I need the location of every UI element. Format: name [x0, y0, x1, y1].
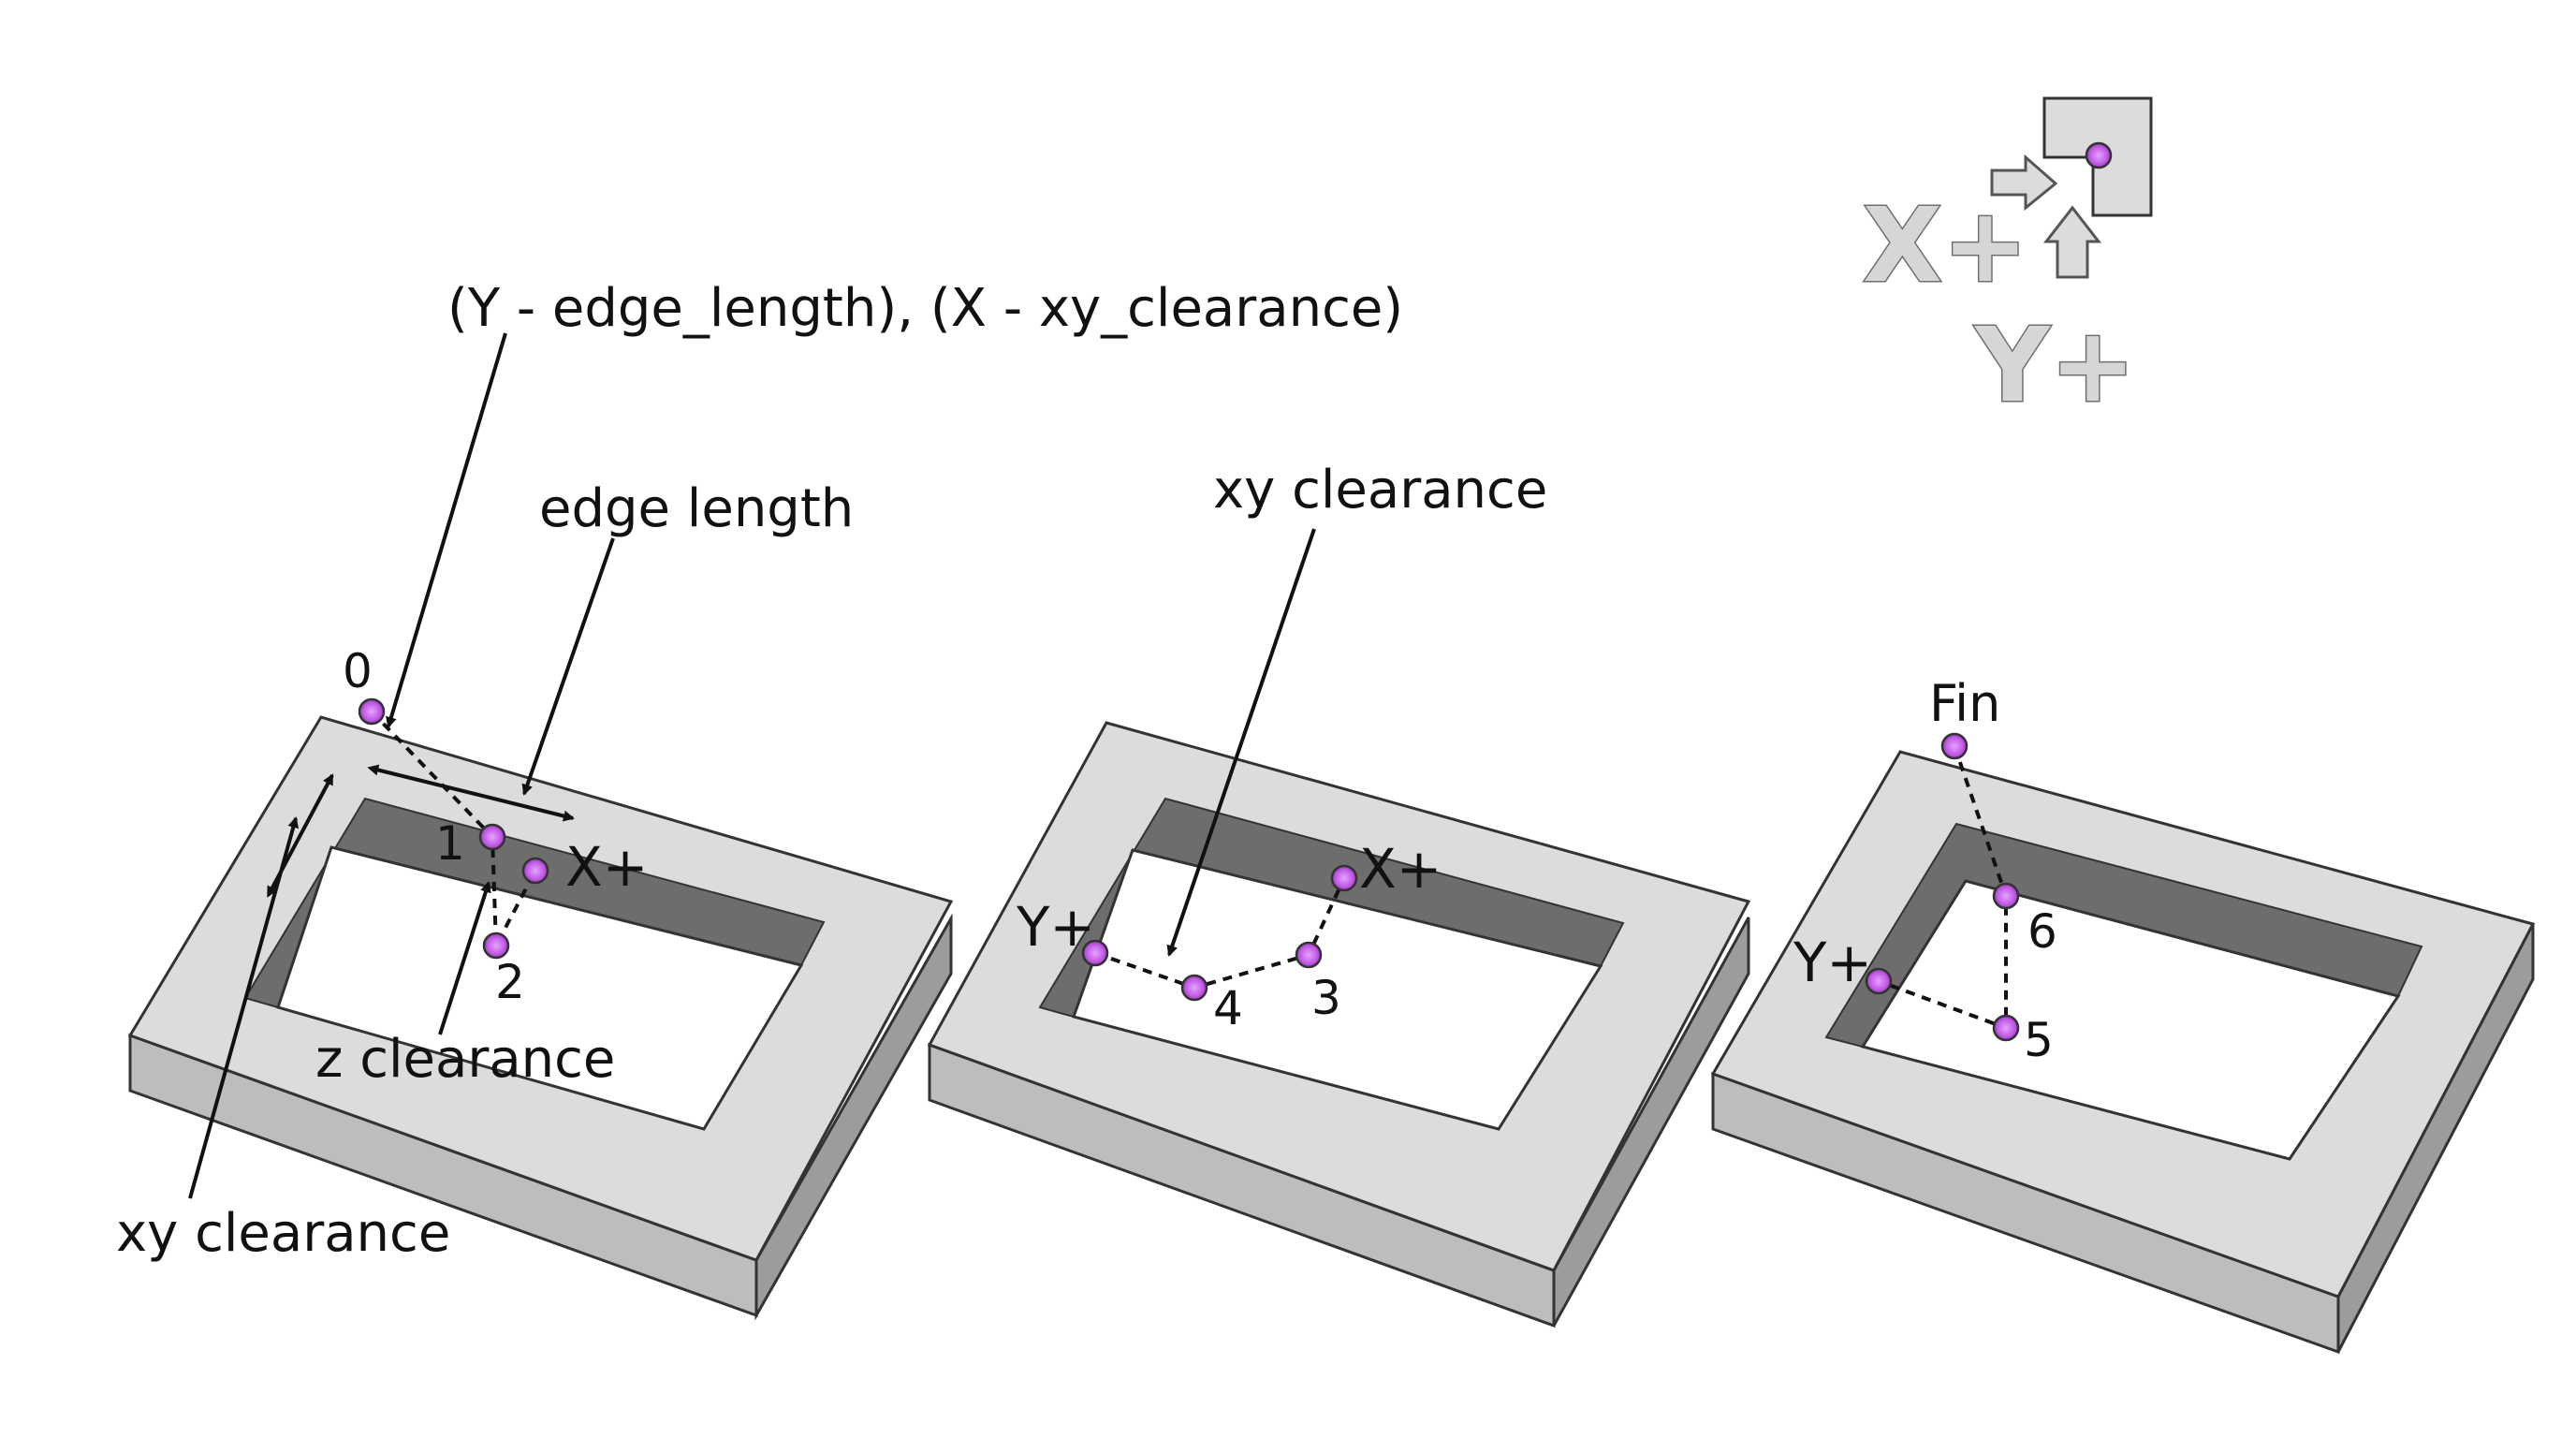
legend-y-arrow-icon	[2042, 205, 2102, 279]
frame-2-opening	[1072, 848, 1603, 1131]
frame-3-opening	[1860, 879, 2401, 1161]
probe-point-4	[1180, 974, 1208, 1002]
z-clearance-label: z clearance	[315, 1029, 615, 1090]
probe-point-3	[1295, 941, 1323, 969]
y-plus-label-frame-2: Y+	[1016, 895, 1095, 959]
edge-length-dimension	[367, 764, 575, 822]
probe-paths	[370, 710, 2008, 1031]
frame-1-opening	[276, 845, 804, 1131]
point-label-fin: Fin	[1929, 674, 2000, 733]
frame-2	[927, 721, 1751, 1328]
frame-1	[127, 715, 954, 1321]
probe-point-x-mid	[1330, 864, 1358, 892]
probe-point-2	[482, 932, 510, 960]
point-label-4: 4	[1213, 981, 1243, 1035]
z-clearance-arrow	[438, 881, 491, 1035]
point-label-5: 5	[2024, 1013, 2054, 1067]
edge-length-label: edge length	[539, 478, 854, 539]
probe-point-5	[1992, 1014, 2020, 1042]
legend-x-arrow-icon	[1990, 154, 2058, 212]
probe-point-1	[478, 823, 506, 851]
point-label-1: 1	[435, 816, 465, 871]
y-plus-label-frame-3: Y+	[1793, 931, 1872, 994]
path-frame-1	[370, 710, 537, 953]
formula-arrow	[386, 332, 507, 728]
x-plus-label-frame-2: X+	[1359, 837, 1442, 901]
frame-3	[1710, 750, 2536, 1355]
path-frame-3	[1878, 745, 2008, 1031]
path-frame-2	[1094, 877, 1346, 990]
probe-point-6	[1992, 882, 2020, 910]
frame-2-base-right	[1552, 917, 1750, 1327]
probe-point-1b	[521, 857, 549, 885]
edge-length-arrow	[521, 537, 615, 796]
frame-1-base-right	[754, 913, 953, 1321]
probe-point-0	[358, 697, 386, 726]
probe-point-fin	[1940, 732, 1969, 760]
xy-clearance-dimension-left	[267, 773, 334, 898]
legend-y-plus-label: Y+	[1973, 305, 2136, 425]
xy-clearance-label-mid: xy clearance	[1213, 460, 1547, 521]
axis-legend: X+ Y+	[1862, 96, 2153, 427]
point-label-0: 0	[343, 644, 373, 698]
point-label-3: 3	[1311, 971, 1341, 1025]
probe-points	[358, 697, 2020, 1042]
xy-clearance-arrow-mid	[1166, 528, 1316, 957]
xy-clearance-label-left: xy clearance	[116, 1203, 450, 1264]
probe-point-y-right	[1865, 967, 1893, 995]
point-label-2: 2	[495, 955, 525, 1009]
legend-probe-point	[2085, 141, 2113, 169]
leader-lines	[188, 332, 1316, 1199]
point-label-6: 6	[2027, 904, 2057, 959]
legend-x-plus-label: X+	[1863, 185, 2028, 305]
x-plus-label-frame-1: X+	[565, 835, 648, 899]
probe-point-y-mid	[1081, 939, 1109, 967]
coordinate-formula-label: (Y - edge_length), (X - xy_clearance)	[447, 278, 1403, 339]
